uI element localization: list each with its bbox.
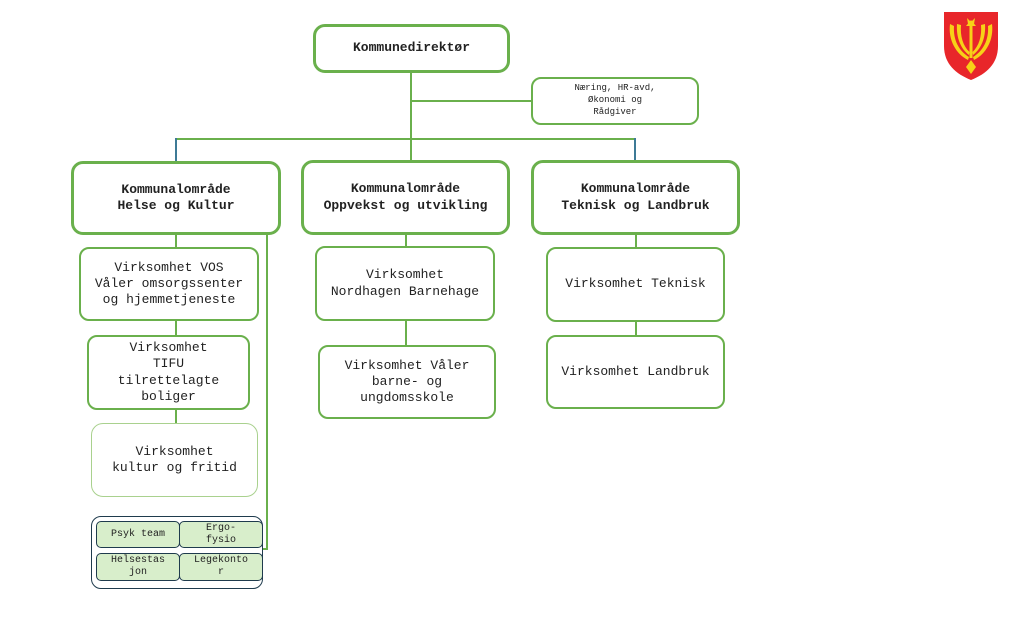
unit-nordhagen-barnehage-box[interactable]: Virksomhet Nordhagen Barnehage: [315, 246, 495, 321]
connector-helse-services-vertical: [266, 233, 268, 550]
unit-vos-box[interactable]: Virksomhet VOS Våler omsorgssenter og hj…: [79, 247, 259, 321]
area-helse-kultur-box[interactable]: Kommunalområde Helse og Kultur: [71, 161, 281, 235]
unit-kultur-fritid-box[interactable]: Virksomhet kultur og fritid: [91, 423, 258, 497]
staff-functions-box[interactable]: Næring, HR-avd, Økonomi og Rådgiver: [531, 77, 699, 125]
service-psyk-team[interactable]: Psyk team: [96, 521, 180, 548]
connector-helse-drop: [175, 138, 177, 162]
area-oppvekst-utvikling-box[interactable]: Kommunalområde Oppvekst og utvikling: [301, 160, 510, 235]
unit-teknisk-box[interactable]: Virksomhet Teknisk: [546, 247, 725, 322]
unit-tifu-box[interactable]: Virksomhet TIFU tilrettelagte boliger: [87, 335, 250, 410]
unit-landbruk-box[interactable]: Virksomhet Landbruk: [546, 335, 725, 409]
connector-top-vertical: [410, 72, 412, 161]
kommunedirektor-box[interactable]: Kommunedirektør: [313, 24, 510, 73]
connector-helse-units: [175, 233, 177, 423]
connector-teknisk-drop: [634, 138, 636, 161]
connector-main-horizontal: [176, 138, 635, 140]
area-teknisk-landbruk-box[interactable]: Kommunalområde Teknisk og Landbruk: [531, 160, 740, 235]
unit-valer-skole-box[interactable]: Virksomhet Våler barne- og ungdomsskole: [318, 345, 496, 419]
municipal-coat-of-arms-icon: [944, 12, 998, 80]
service-helsestasjon[interactable]: Helsestas jon: [96, 553, 180, 581]
service-legekontor[interactable]: Legekonto r: [179, 553, 263, 581]
service-ergo-fysio[interactable]: Ergo- fysio: [179, 521, 263, 548]
connector-staff-horizontal: [410, 100, 531, 102]
connector-helse-services-horizontal: [262, 548, 268, 550]
